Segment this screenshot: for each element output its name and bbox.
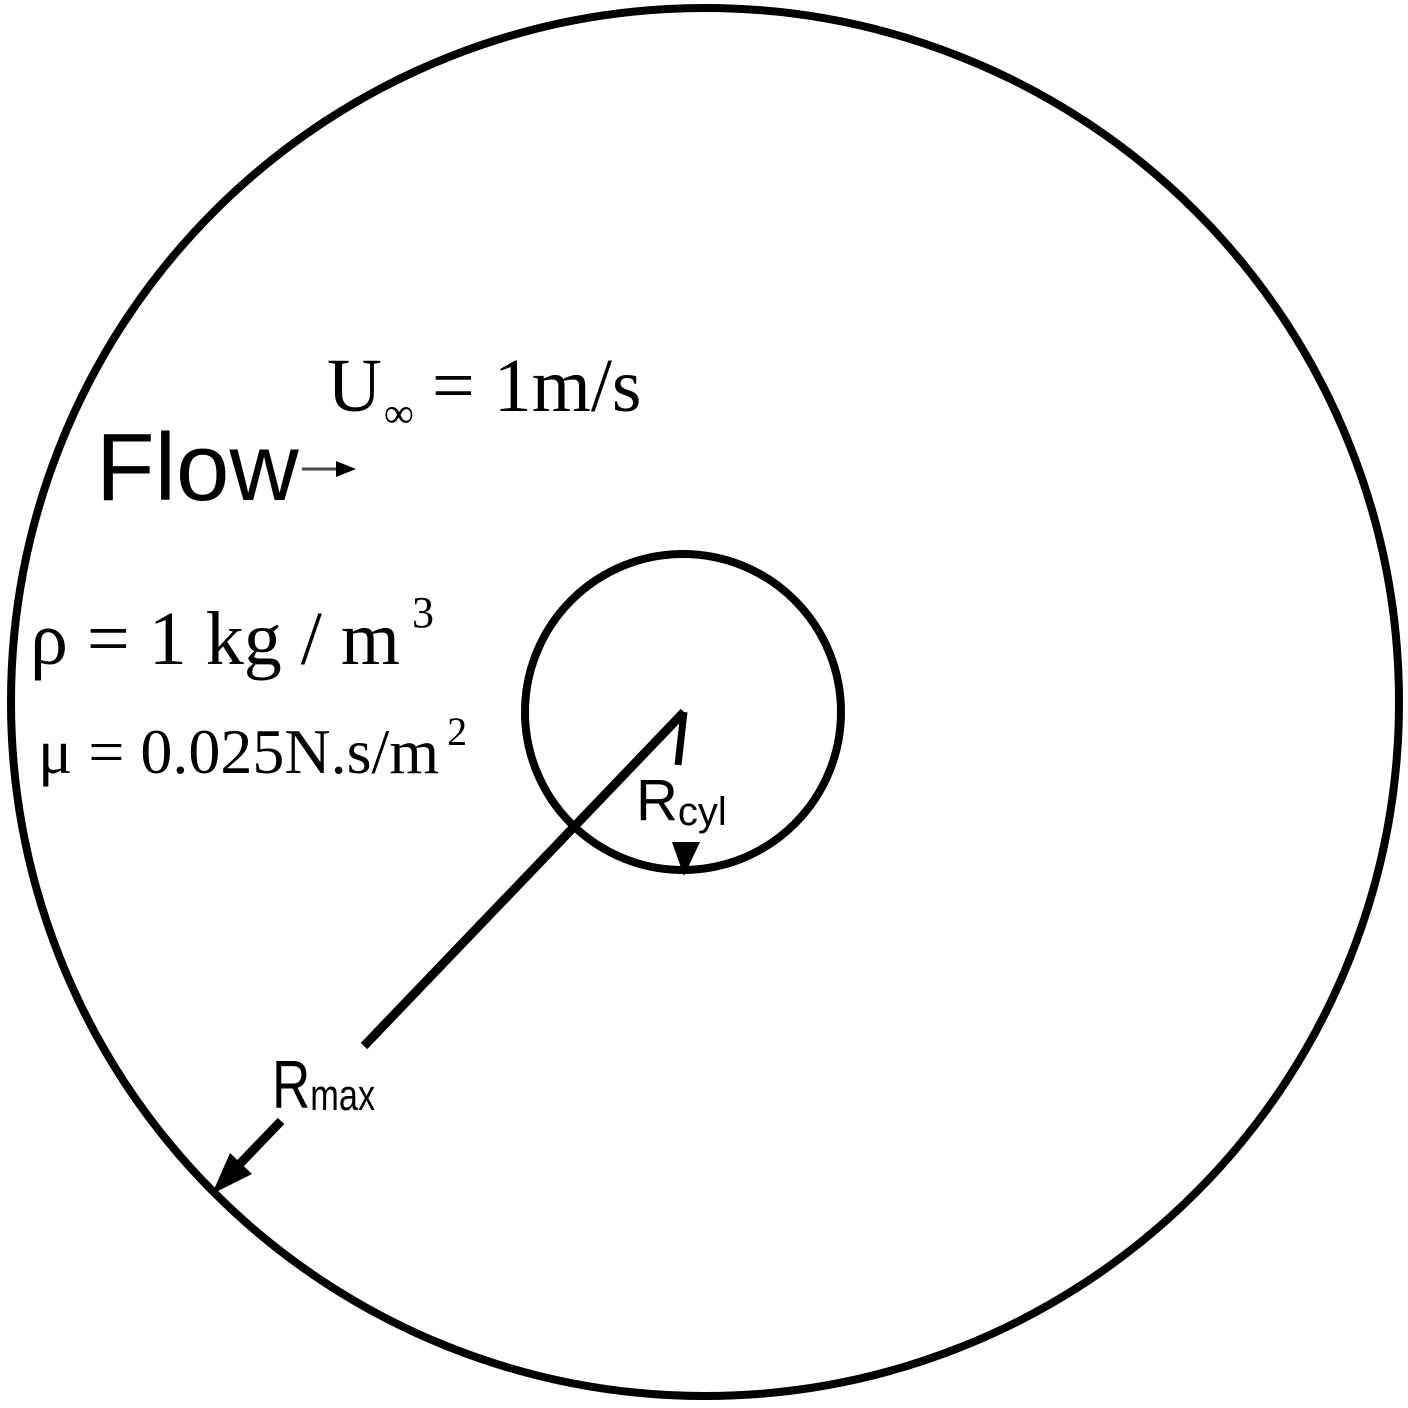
viscosity-exponent: 2 xyxy=(447,709,467,754)
r-max-label-group: Rmax xyxy=(272,1047,375,1123)
r-max-line-lower xyxy=(229,1117,285,1175)
r-max-line-upper xyxy=(360,708,688,1050)
r-max-label: Rmax xyxy=(272,1047,375,1123)
r-cyl-label: Rcyl xyxy=(636,768,727,834)
flow-label: Flow xyxy=(96,414,299,521)
density-exponent: 3 xyxy=(412,588,434,637)
r-cyl-subscript: cyl xyxy=(678,790,727,834)
r-max-annotation: Rmax xyxy=(212,708,688,1194)
flow-arrowhead-icon xyxy=(336,461,356,477)
r-max-arrowhead-icon xyxy=(212,1153,252,1194)
r-max-symbol: R xyxy=(272,1047,310,1123)
r-cyl-symbol: R xyxy=(636,768,678,833)
flow-arrow-icon xyxy=(302,461,356,477)
velocity-value: = 1m/s xyxy=(432,344,642,428)
free-stream-velocity-label: U∞ = 1m/s xyxy=(327,344,642,437)
velocity-symbol: U xyxy=(327,344,382,428)
r-cyl-leader-line xyxy=(674,711,688,766)
viscosity-expression: μ = 0.025N.s/m xyxy=(38,716,439,787)
outer-boundary-circle xyxy=(7,4,1403,1400)
flow-annotation: Flow xyxy=(96,414,356,521)
r-max-subscript: max xyxy=(310,1071,375,1120)
r-cyl-annotation: Rcyl xyxy=(636,711,727,876)
density-expression: ρ = 1 kg / m xyxy=(30,597,400,681)
r-cyl-arrowhead-icon xyxy=(672,842,700,876)
velocity-infinity-subscript: ∞ xyxy=(384,391,414,437)
